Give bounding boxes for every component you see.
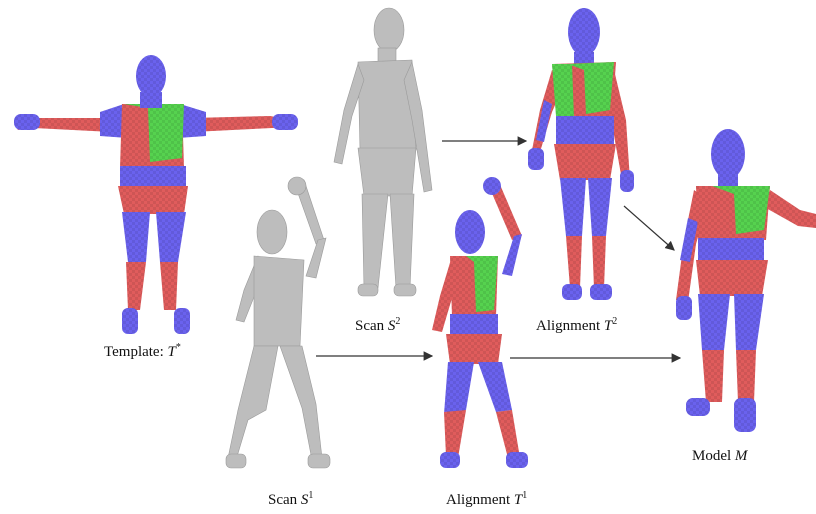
label-scan2-prefix: Scan (355, 318, 388, 334)
label-scan2-sup: 2 (395, 316, 400, 327)
label-alignment2-sym: T (604, 318, 612, 334)
scan2-figure (334, 8, 432, 296)
label-scan2: Scan S2 (355, 318, 400, 335)
arrow-alignment2-to-model (624, 206, 674, 250)
label-alignment2: Alignment T2 (536, 318, 617, 335)
label-template-sym: T (168, 344, 176, 360)
alignment2-figure (528, 8, 634, 300)
label-scan1: Scan S1 (268, 492, 313, 509)
model-figure (676, 129, 816, 432)
label-alignment1-sup: 1 (522, 490, 527, 501)
label-scan1-prefix: Scan (268, 492, 301, 508)
label-model: Model M (692, 448, 747, 465)
label-alignment2-prefix: Alignment (536, 318, 604, 334)
label-template-sup: * (176, 342, 181, 353)
label-template: Template: T* (104, 344, 181, 361)
alignment1-figure (432, 177, 528, 468)
scan1-figure (226, 177, 330, 468)
label-scan1-sup: 1 (308, 490, 313, 501)
label-alignment1-prefix: Alignment (446, 492, 514, 508)
label-alignment1: Alignment T1 (446, 492, 527, 509)
label-template-prefix: Template: (104, 344, 168, 360)
label-model-prefix: Model (692, 448, 735, 464)
label-model-sym: M (735, 448, 748, 464)
label-alignment1-sym: T (514, 492, 522, 508)
label-alignment2-sup: 2 (612, 316, 617, 327)
